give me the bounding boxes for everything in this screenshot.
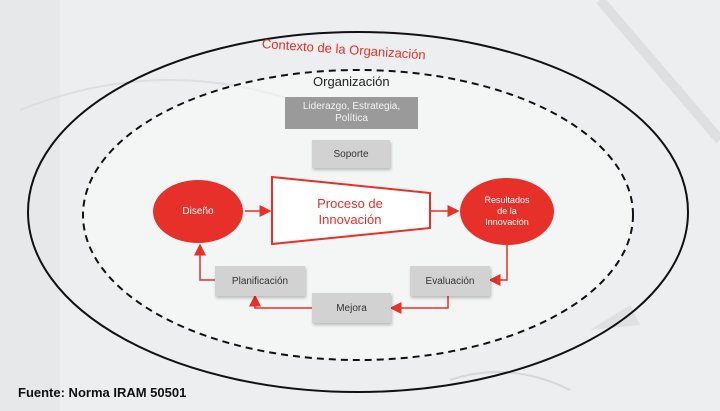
- design-circle: Diseño: [153, 180, 243, 243]
- process-label: Proceso de Innovación: [300, 196, 400, 228]
- arrow-improvement-to-planning: [249, 294, 312, 309]
- context-ellipse: [27, 31, 689, 393]
- process-trapezoid: [271, 175, 431, 246]
- results-circle: Resultados de la Innovación: [460, 178, 554, 245]
- improvement-box: Mejora: [312, 293, 391, 323]
- arrow-planning-to-design: [194, 243, 215, 281]
- arrow-evaluation-to-improvement: [389, 296, 449, 314]
- planning-box: Planificación: [215, 266, 305, 296]
- evaluation-box: Evaluación: [410, 266, 490, 296]
- leadership-box: Liderazgo, Estrategia, Política: [285, 97, 418, 129]
- support-box: Soporte: [312, 140, 390, 168]
- organization-title: Organización: [313, 74, 390, 89]
- source-caption: Fuente: Norma IRAM 50501: [18, 385, 187, 400]
- results-line3: Innovación: [485, 217, 529, 227]
- process-label-line2: Innovación: [318, 212, 382, 227]
- arrow-results-to-evaluation: [488, 245, 508, 286]
- results-line2: de la: [497, 206, 517, 216]
- process-label-line1: Proceso de: [317, 196, 383, 211]
- results-line1: Resultados: [484, 195, 530, 205]
